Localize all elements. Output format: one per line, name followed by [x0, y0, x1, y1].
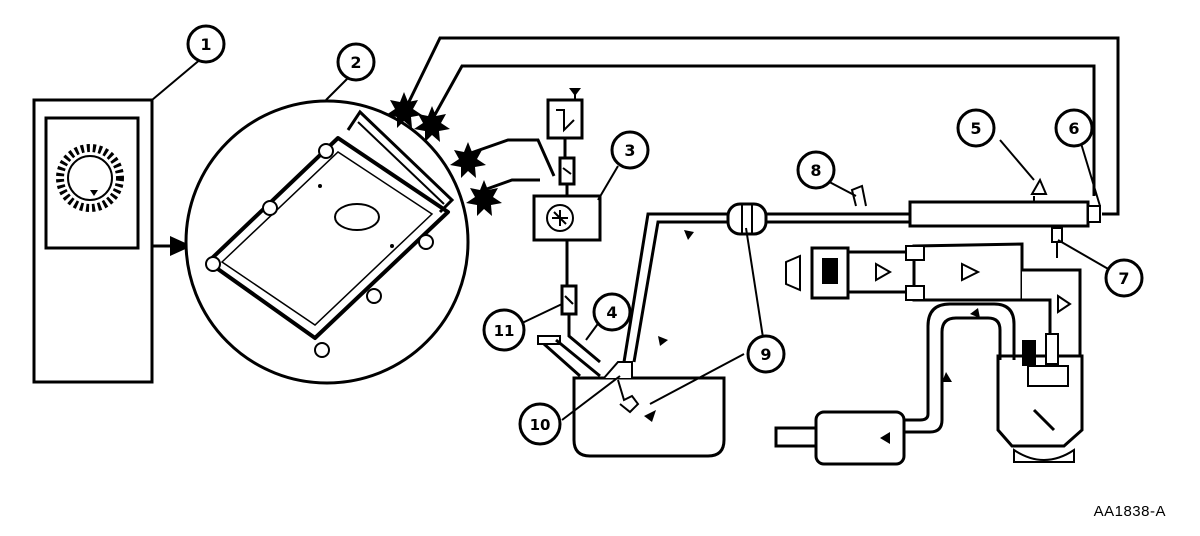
svg-text:11: 11 — [494, 322, 515, 340]
svg-text:10: 10 — [530, 416, 551, 434]
callout-6: 6 — [1054, 108, 1094, 148]
relay-switch — [532, 88, 602, 364]
control-module-detail — [184, 99, 470, 385]
svg-text:7: 7 — [1118, 269, 1129, 288]
svg-text:2: 2 — [350, 53, 361, 72]
svg-text:8: 8 — [810, 161, 821, 180]
callout-3: 3 — [610, 130, 650, 170]
callout-9: 9 — [746, 334, 786, 374]
svg-text:4: 4 — [606, 303, 617, 322]
callout-1: 1 — [186, 24, 226, 64]
callout-10: 10 — [518, 402, 562, 446]
figure-id: AA1838-A — [1093, 503, 1166, 520]
svg-text:1: 1 — [200, 35, 211, 54]
exhaust-system — [774, 302, 1016, 466]
arrow-tool-to-module — [152, 236, 192, 256]
svg-text:6: 6 — [1068, 119, 1079, 138]
engine — [996, 333, 1084, 463]
intake-assembly — [785, 242, 1082, 362]
callout-11: 11 — [482, 308, 526, 352]
scan-tool — [32, 98, 154, 384]
callout-5: 5 — [956, 108, 996, 148]
leader-lines — [151, 57, 1111, 421]
svg-text:9: 9 — [760, 345, 771, 364]
svg-text:3: 3 — [624, 141, 635, 160]
svg-text:5: 5 — [970, 119, 981, 138]
wiring-harness — [402, 36, 1120, 216]
callout-2: 2 — [336, 42, 376, 82]
callout-4: 4 — [592, 292, 632, 332]
fuel-supply-line — [622, 212, 910, 363]
connector-stars — [386, 92, 502, 216]
fuel-rail — [850, 177, 1101, 258]
callout-7: 7 — [1104, 258, 1144, 298]
callout-8: 8 — [796, 150, 836, 190]
fuel-tank — [537, 335, 726, 458]
